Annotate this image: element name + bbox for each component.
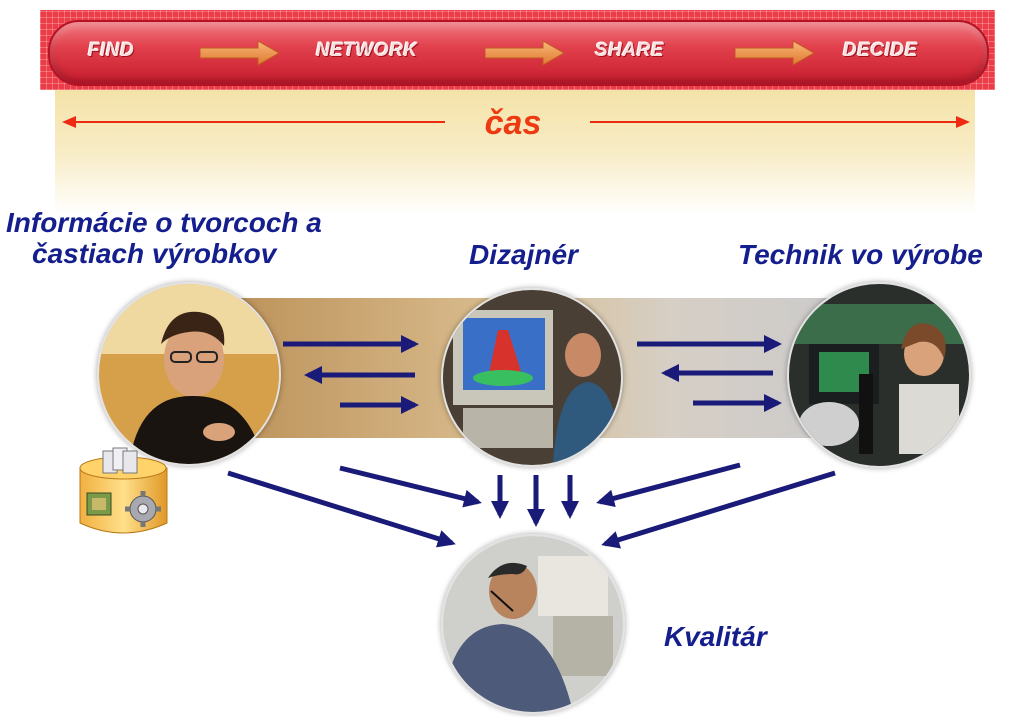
gear-icon — [125, 491, 161, 527]
info-label-line2: častiach výrobkov — [32, 238, 277, 269]
step-network: NETWORK — [316, 40, 418, 61]
designer-label: Dizajnér — [469, 239, 578, 270]
info-person-photo — [97, 282, 281, 466]
step-decide: DECIDE — [843, 40, 918, 61]
info-label-line1: Informácie o tvorcoch a — [6, 207, 322, 238]
technician-label: Technik vo výrobe — [738, 239, 983, 270]
quality-label: Kvalitár — [664, 621, 767, 652]
database-icon — [79, 447, 168, 534]
step-arrow-icon — [735, 40, 815, 66]
time-label: čas — [484, 104, 542, 142]
step-find: FIND — [88, 40, 135, 61]
chip-icon — [86, 492, 112, 516]
process-pill: FIND NETWORK SHARE DECIDE — [48, 20, 989, 86]
quality-inspector-photo — [441, 534, 625, 714]
designer-photo — [441, 288, 623, 467]
documents-icon — [102, 447, 138, 474]
info-label: Informácie o tvorcoch a častiach výrobko… — [6, 207, 322, 269]
timeline-background — [55, 90, 975, 215]
process-banner: FIND NETWORK SHARE DECIDE — [40, 10, 995, 90]
technician-photo — [787, 282, 971, 468]
step-arrow-icon — [200, 40, 280, 66]
step-share: SHARE — [595, 40, 665, 61]
step-arrow-icon — [485, 40, 565, 66]
